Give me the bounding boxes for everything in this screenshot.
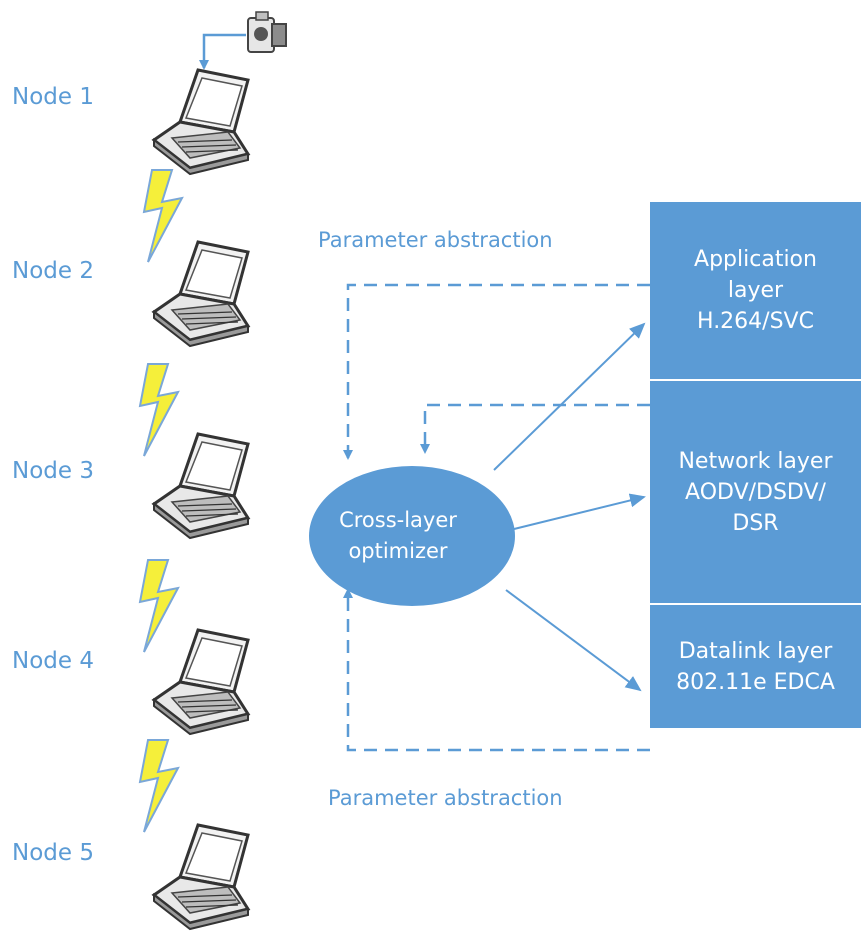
parameter-abstraction-top: Parameter abstraction [318,228,553,252]
laptop-icon [152,823,250,931]
datalink-layer-line1: Datalink layer [678,638,833,664]
laptop-icon [152,68,250,176]
parameter-abstraction-bottom: Parameter abstraction [328,786,563,810]
dashed-path-bottom [343,588,650,752]
node-label-4: Node 4 [12,648,94,674]
optimizer-line1: Cross-layer [339,508,457,532]
network-layer-line3: DSR [732,510,779,536]
application-layer-box: Application layer H.264/SVC [650,202,861,379]
laptop-icon [152,240,250,348]
node-label-2: Node 2 [12,258,94,284]
cross-layer-optimizer-label: Cross-layer optimizer [314,494,482,578]
application-layer-line3: H.264/SVC [697,309,814,334]
network-layer-line1: Network layer [678,448,833,474]
optimizer-line2: optimizer [348,539,448,563]
network-layer-line2: AODV/DSDV/ [685,479,826,505]
application-layer-line2: layer [727,278,784,303]
network-layer-box: Network layer AODV/DSDV/ DSR [650,381,861,603]
arrow-to-application [493,322,646,471]
datalink-layer-box: Datalink layer 802.11e EDCA [650,605,861,728]
node-label-5: Node 5 [12,840,94,866]
dashed-path-middle [420,403,650,454]
lightning-icon [139,559,179,653]
laptop-icon [152,432,250,540]
application-layer-line1: Application [694,247,817,272]
node-label-3: Node 3 [12,458,94,484]
lightning-icon [143,169,183,263]
laptop-icon [152,628,250,736]
dashed-path-top [343,283,650,460]
arrow-to-network [509,493,646,531]
camera-feed-arrow [199,33,246,70]
datalink-layer-line2: 802.11e EDCA [676,669,835,695]
lightning-icon [139,363,179,457]
lightning-icon [139,739,179,833]
node-label-1: Node 1 [12,84,94,110]
arrow-to-datalink [505,589,642,692]
video-camera-icon [247,11,287,53]
cross-layer-optimizer [309,466,515,606]
